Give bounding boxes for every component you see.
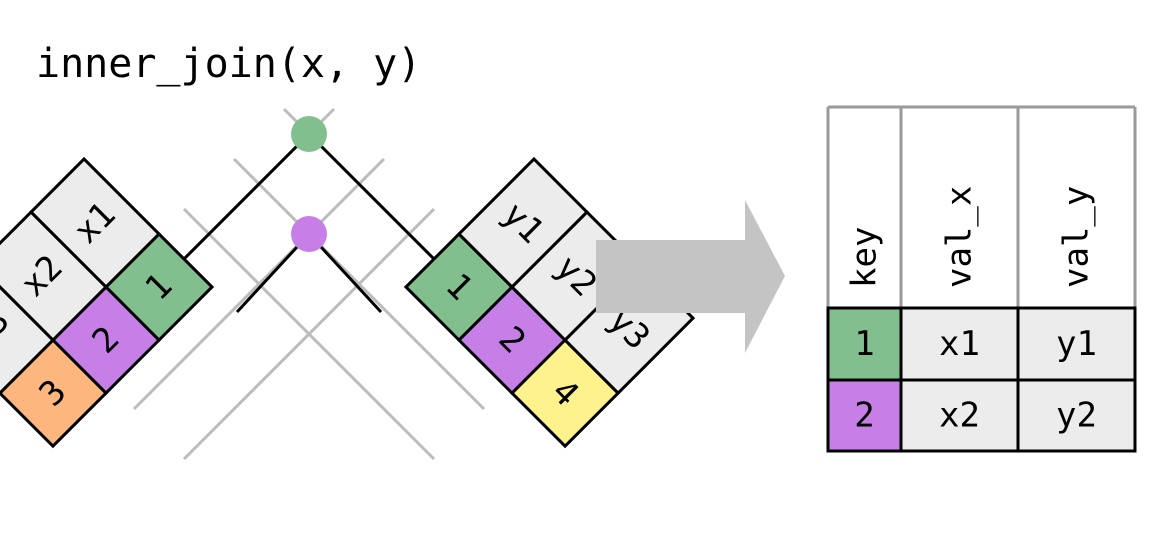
match-line bbox=[307, 132, 436, 261]
result-row-2-key: 2 bbox=[854, 396, 874, 436]
diagram-title: inner_join(x, y) bbox=[36, 41, 421, 87]
result-header bbox=[828, 107, 1135, 308]
y-table: 1 2 4 y1 y2 y3 bbox=[403, 156, 696, 449]
guide-line bbox=[132, 157, 386, 411]
result-row-1-val-x-cell bbox=[899, 306, 1020, 382]
result-row-2-val-y: y2 bbox=[1056, 396, 1097, 436]
result-row-2-key-cell bbox=[826, 378, 903, 453]
match-dot-key-2 bbox=[291, 216, 327, 252]
match-dot-key-1 bbox=[291, 116, 327, 152]
x-table: 1 2 3 x1 x2 x3 bbox=[0, 156, 215, 449]
result-row-2-val-y-cell bbox=[1016, 378, 1137, 453]
result-header-val-x: val_x bbox=[940, 186, 980, 288]
x-value-cell-3 bbox=[0, 262, 56, 396]
result-header-key: key bbox=[845, 227, 885, 288]
result-row-2-val-x: x2 bbox=[939, 396, 980, 436]
result-row-2-val-x-cell bbox=[899, 378, 1020, 453]
guide-line bbox=[182, 207, 436, 461]
result-row-1-key: 1 bbox=[854, 324, 874, 364]
result-row-1-val-x: x1 bbox=[939, 324, 980, 364]
result-row-1-val-y: y1 bbox=[1056, 324, 1097, 364]
result-row-1-val-y-cell bbox=[1016, 306, 1137, 382]
arrow-icon bbox=[596, 200, 785, 353]
result-table: key val_x val_y 1 x1 y1 2 x2 y2 bbox=[826, 105, 1137, 453]
result-row-1-key-cell bbox=[826, 306, 903, 382]
result-header-val-y: val_y bbox=[1057, 186, 1097, 288]
match-line bbox=[182, 132, 311, 261]
